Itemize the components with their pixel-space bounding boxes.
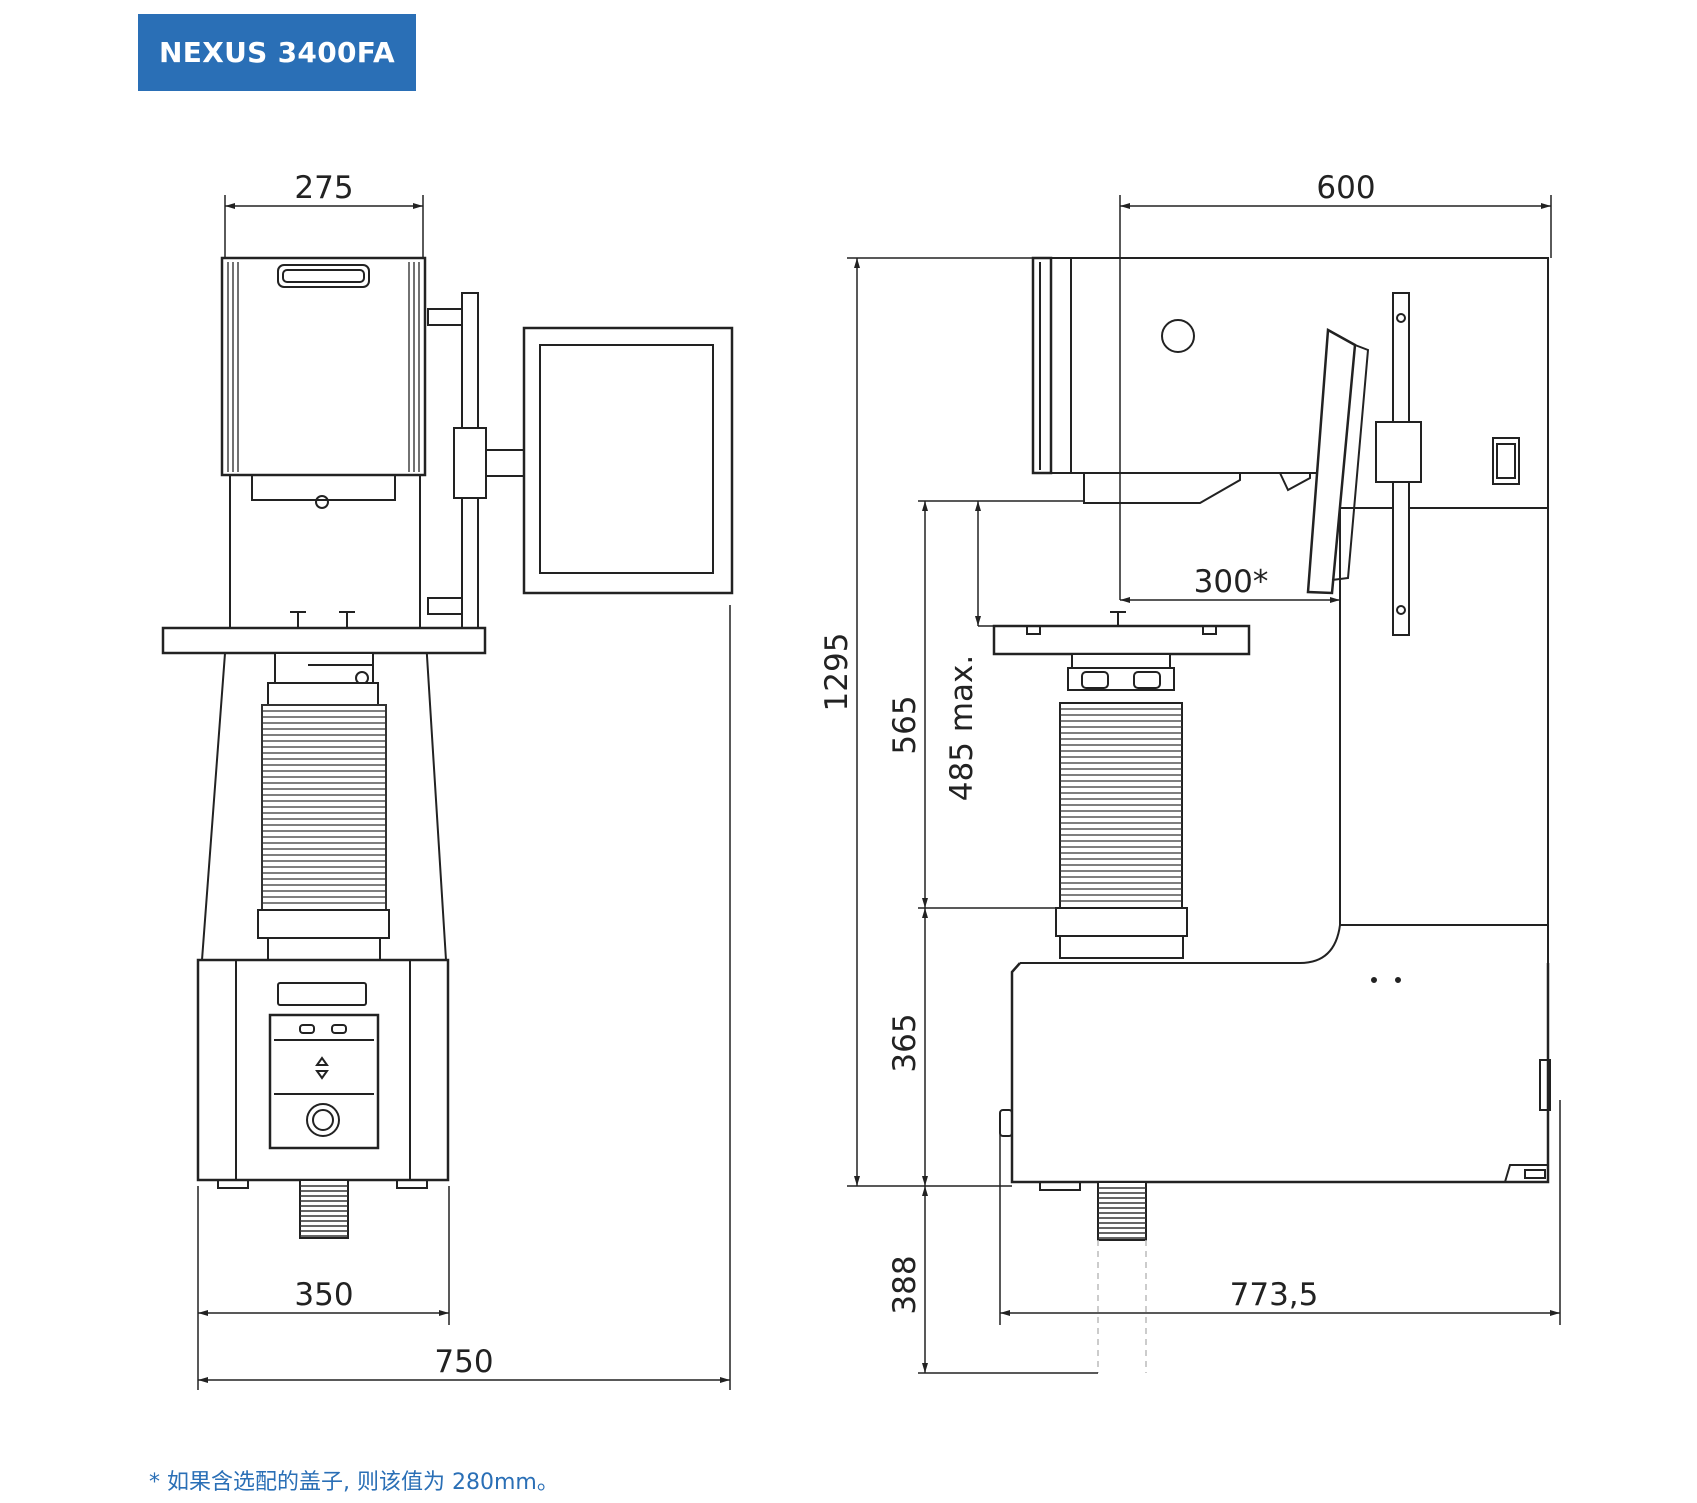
front-table xyxy=(161,626,487,655)
side-base xyxy=(1010,962,1550,1184)
label-565: 565 xyxy=(887,695,923,754)
dim-front-top-width xyxy=(224,195,424,258)
label-350: 350 xyxy=(294,1277,353,1313)
front-head-housing xyxy=(220,256,427,477)
front-control-knob xyxy=(306,1103,340,1137)
side-view xyxy=(992,256,1551,1373)
model-title-badge: NEXUS 3400FA xyxy=(138,14,416,91)
side-head-block xyxy=(1020,257,1549,964)
front-lower-spindle xyxy=(299,1179,349,1239)
label-365: 365 xyxy=(887,1013,923,1072)
front-view xyxy=(161,256,734,1239)
dim-side-upper-height xyxy=(918,500,1084,909)
front-monitor xyxy=(522,326,734,595)
dim-side-spindle-height xyxy=(918,1186,1098,1374)
side-head-port xyxy=(1161,319,1195,353)
side-table xyxy=(992,624,1251,656)
label-275: 275 xyxy=(294,170,353,206)
side-monitor-profile xyxy=(1306,327,1357,595)
dim-side-clearance xyxy=(975,501,994,627)
dim-side-depth xyxy=(1119,195,1552,600)
footnote: * 如果含选配的盖子, 则该值为 280mm。 xyxy=(149,1470,559,1495)
front-head-handle xyxy=(277,264,370,288)
label-600: 600 xyxy=(1316,170,1375,206)
dim-front-total-width xyxy=(198,605,731,1390)
dim-front-base-width xyxy=(197,1186,450,1390)
dim-side-total-height xyxy=(847,257,1033,1187)
label-750: 750 xyxy=(434,1344,493,1380)
label-485-max: 485 max. xyxy=(944,655,980,801)
front-column-outline xyxy=(229,475,421,640)
front-control-panel xyxy=(268,1013,380,1150)
label-300: 300* xyxy=(1194,564,1269,600)
label-773-5: 773,5 xyxy=(1230,1277,1319,1313)
label-388: 388 xyxy=(887,1255,923,1314)
label-1295: 1295 xyxy=(819,633,855,712)
side-lower-spindle xyxy=(1097,1181,1147,1241)
dim-side-base-depth xyxy=(999,1100,1561,1325)
model-title: NEXUS 3400FA xyxy=(159,36,395,69)
